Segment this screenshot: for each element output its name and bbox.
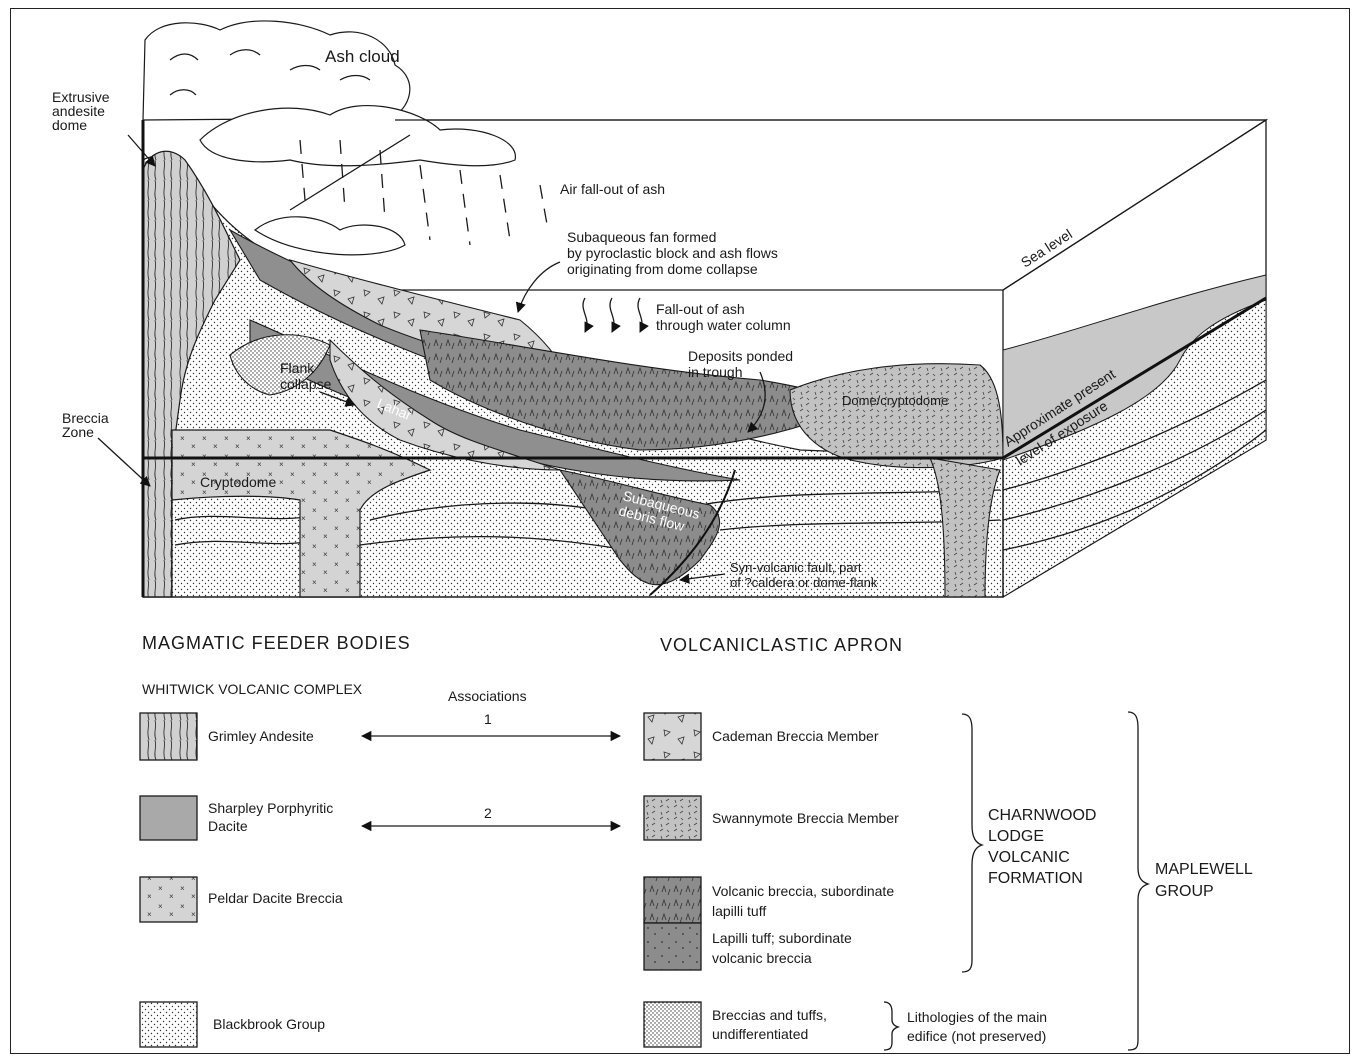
legend-associations-label: Associations [448,688,527,704]
fault-label-1: Syn-volcanic fault, part [730,560,862,575]
fan-label-1: Subaqueous fan formed [567,229,716,245]
charnwood-label-4: FORMATION [988,870,1083,887]
air-fallout-label: Air fall-out of ash [560,181,665,197]
legend-left-heading: MAGMATIC FEEDER BODIES [142,633,411,653]
legend-right-heading: VOLCANICLASTIC APRON [660,635,903,655]
legend-left-label-2b: Dacite [208,818,248,834]
swatch-blackbrook-group [140,1002,197,1047]
ash-cloud-puff [255,217,405,255]
fallout-water-label-2: through water column [656,317,791,333]
swatch-peldar-breccia [140,877,197,922]
legend-left-label-2a: Sharpley Porphyritic [208,800,333,816]
legend-right-label-3b: lapilli tuff [712,903,766,919]
swatch-swannymote-breccia [644,796,701,840]
flank-label-1: Flank [280,360,315,376]
association-2-label: 2 [484,805,492,821]
charnwood-label-1: CHARNWOOD [988,807,1096,824]
ponded-label-1: Deposits ponded [688,348,793,364]
charnwood-brace [962,714,982,972]
fallout-arrow-2 [610,298,614,332]
legend-right-label-3a: Volcanic breccia, subordinate [712,883,894,899]
swatch-breccias-tuffs [644,1002,701,1047]
fan-leader-arrow [518,262,560,312]
fault-label-2: of ?caldera or dome-flank [730,575,878,590]
legend-right-label-4a: Lapilli tuff; subordinate [712,930,852,946]
edifice-brace [884,1002,898,1050]
edifice-label-1: Lithologies of the main [907,1009,1047,1025]
fallout-arrow-1 [583,298,587,332]
maplewell-brace [1128,712,1148,1050]
association-1-label: 1 [484,711,492,727]
fallout-water-label-1: Fall-out of ash [656,301,745,317]
ponded-label-2: in trough [688,364,742,380]
legend-left-label-4: Blackbrook Group [213,1016,325,1032]
legend-right-label-5a: Breccias and tuffs, [712,1007,827,1023]
extrusive-label-3: dome [52,117,87,133]
swatch-cademan-breccia [644,713,701,760]
fallout-arrow-3 [638,298,642,332]
ash-cloud-lower [200,106,515,166]
legend-left-label-1: Grimley Andesite [208,728,314,744]
legend-right-label-4b: volcanic breccia [712,950,812,966]
swatch-grimley-andesite [140,713,197,760]
charnwood-label-3: VOLCANIC [988,849,1070,866]
maplewell-label-1: MAPLEWELL [1155,861,1253,878]
flank-label-2: collapse [280,376,332,392]
dome-cryptodome-label: Dome/cryptodome [842,393,948,408]
legend-complex-label: WHITWICK VOLCANIC COMPLEX [142,681,363,697]
edifice-label-2: edifice (not preserved) [907,1028,1046,1044]
swatch-volcanic-breccia [644,877,701,923]
breccia-zone-label-2: Zone [62,424,94,440]
fan-label-3: originating from dome collapse [567,261,758,277]
legend-right-label-1: Cademan Breccia Member [712,728,879,744]
fan-label-2: by pyroclastic block and ash flows [567,245,778,261]
legend-right-label-5b: undifferentiated [712,1026,808,1042]
maplewell-label-2: GROUP [1155,883,1214,900]
legend-left-label-3: Peldar Dacite Breccia [208,890,343,906]
legend-right-label-2: Swannymote Breccia Member [712,810,899,826]
cryptodome-label: Cryptodome [200,474,276,490]
swatch-sharpley-dacite [140,796,197,840]
sea-level-label: Sea level [1018,226,1075,271]
ash-cloud-label: Ash cloud [325,47,400,66]
charnwood-label-2: LODGE [988,828,1044,845]
swatch-lapilli-tuff [644,923,701,970]
